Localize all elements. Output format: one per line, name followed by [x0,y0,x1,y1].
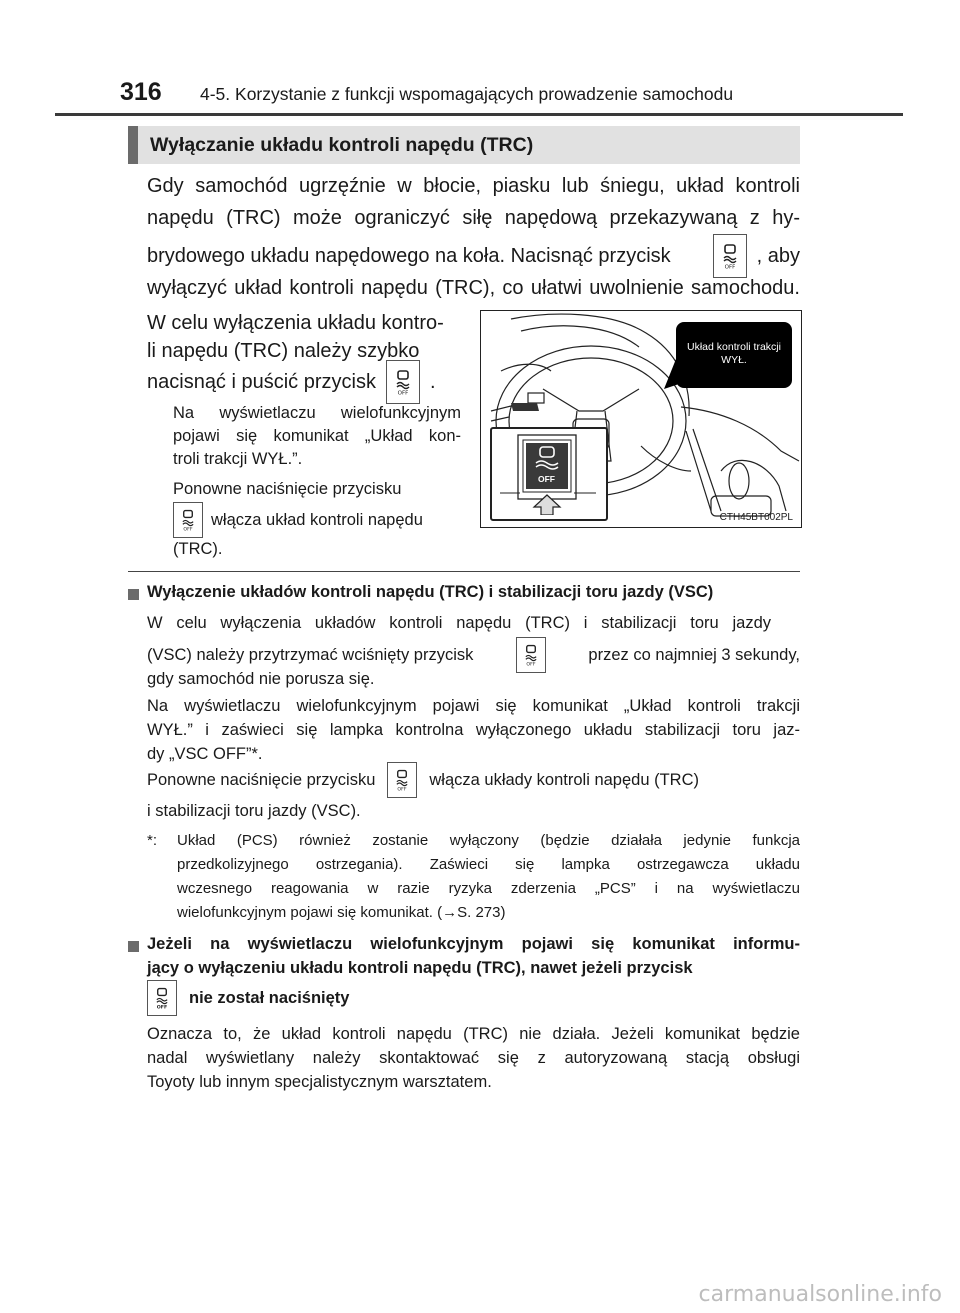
intro-line: wyłączyć układ kontroli napędu (TRC), co… [147,277,800,299]
closeup-off-label: OFF [538,474,555,484]
step-text: nacisnąć i puścić przycisk [147,371,376,393]
header-rule [55,113,903,116]
footnote-marker: *: [147,832,158,849]
intro-text: , aby [756,245,800,267]
intro-line-with-button: brydowego układu napędowego na koła. Nac… [147,234,800,278]
message-callout: Układ kontroli trakcji WYŁ. [676,322,792,388]
section-title-bar: Wyłączanie układu kontroli napędu (TRC) [128,126,800,164]
step-line-with-button: nacisnąć i puścić przycisk OFF . [147,360,467,404]
footnote-line: wielofunkcyjnym pojawi się komunikat. (→… [177,904,506,921]
block-text: Ponowne naciśnięcie przycisku [147,770,376,789]
step-note-with-button: OFF włącza układ kontroli napędu [173,502,463,538]
block-heading-with-button: OFF nie został naciśnięty [147,980,800,1016]
dashboard-illustration: Układ kontroli trakcji WYŁ. OFF CTH45BT0… [480,310,802,528]
svg-text:OFF: OFF [398,391,409,397]
step-note: pojawi się komunikat „Układ kon- [173,427,461,445]
footnote-line: wczesnego reagowania w razie ryzyka zder… [177,880,800,897]
svg-text:OFF: OFF [398,787,407,792]
block-text: (VSC) należy przytrzymać wciśnięty przyc… [147,645,474,664]
page-header: 316 4-5. Korzystanie z funkcji wspomagaj… [120,78,900,114]
trc-off-button-icon: OFF [712,234,747,278]
step-text: . [429,371,436,393]
block-line-with-button: Ponowne naciśnięcie przycisku OFF włącza… [147,762,800,798]
block-text: WYŁ.” i zaświeci się lampka kontrolna wy… [147,721,800,739]
footnote-line: Układ (PCS) również zostanie wyłączony (… [177,832,800,849]
block-heading-text: nie został naciśnięty [189,988,350,1007]
intro-line: Gdy samochód ugrzęźnie w błocie, piasku … [147,175,800,197]
block-heading: Jeżeli na wyświetlaczu wielofunkcyjnym p… [147,935,800,953]
section-title: Wyłączanie układu kontroli napędu (TRC) [150,134,534,156]
step-note: (TRC). [173,540,223,558]
trc-off-button-icon: OFF [385,360,420,404]
block-text: i stabilizacji toru jazdy (VSC). [147,802,361,820]
step-note: Na wyświetlaczu wielofunkcyjnym [173,404,461,422]
block-text: przez co najmniej 3 sekundy, [588,645,800,664]
svg-text:OFF: OFF [183,527,192,532]
intro-text: brydowego układu napędowego na koła. Nac… [147,245,671,267]
intro-line: napędu (TRC) może ograniczyć siłę napędo… [147,207,800,229]
figure-code: CTH45BT002PL [719,512,793,523]
block-text: gdy samochód nie porusza się. [147,670,375,688]
svg-text:OFF: OFF [724,265,735,271]
watermark: carmanualsonline.info [698,1282,942,1307]
callout-text: Układ kontroli trakcji WYŁ. [687,341,781,366]
step-line: li napędu (TRC) należy szybko [147,340,420,362]
block-heading: jący o wyłączeniu układu kontroli napędu… [147,959,693,977]
block-text: Oznacza to, że układ kontroli napędu (TR… [147,1025,800,1043]
section-divider [128,571,800,572]
step-note: troli trakcji WYŁ.”. [173,450,303,468]
trc-off-button-icon: OFF [173,502,203,538]
trc-off-button-icon: OFF [387,762,418,798]
page-number: 316 [120,78,162,106]
trc-off-button-icon: OFF [515,637,546,673]
block-text: W celu wyłączenia układów kontroli napęd… [147,614,771,632]
bullet-square-icon [128,941,139,952]
footnote-line: przedkolizyjnego ostrzegania). Zaświeci … [177,856,800,873]
block-heading: Wyłączenie układów kontroli napędu (TRC)… [147,583,714,601]
block-text: włącza układy kontroli napędu (TRC) [429,770,699,789]
block-text: dy „VSC OFF”*. [147,745,263,763]
trc-off-button-icon: OFF [147,980,177,1016]
step-note: Ponowne naciśnięcie przycisku [173,480,402,498]
bullet-square-icon [128,589,139,600]
chapter-title: 4-5. Korzystanie z funkcji wspomagającyc… [200,84,734,104]
block-text: Na wyświetlaczu wielofunkcyjnym pojawi s… [147,697,800,715]
block-line-with-button: (VSC) należy przytrzymać wciśnięty przyc… [147,637,800,673]
svg-text:OFF: OFF [157,1005,167,1010]
button-closeup-inset: OFF [490,427,608,521]
step-line: W celu wyłączenia układu kontro- [147,312,444,334]
svg-text:OFF: OFF [526,662,535,667]
closeup-drawing [500,434,596,516]
block-text: Toyoty lub innym specjalistycznym warszt… [147,1073,492,1091]
step-note-text: włącza układ kontroli napędu [211,510,423,529]
block-text: nadal wyświetlany należy skontaktować si… [147,1049,800,1067]
